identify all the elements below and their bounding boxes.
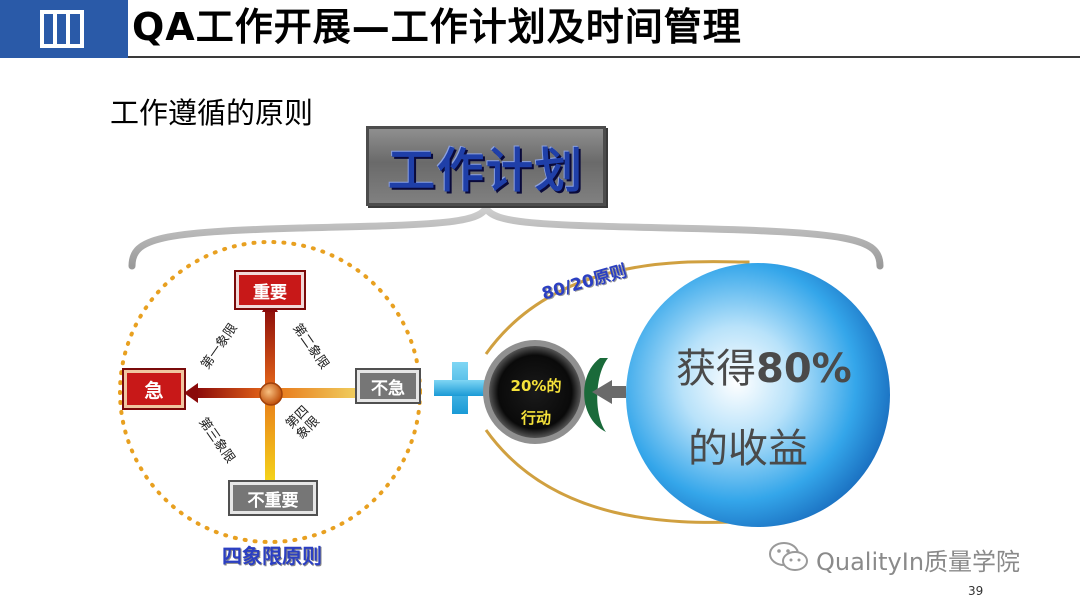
action-circle: [489, 346, 581, 438]
gain-line-2: 的收益: [688, 426, 808, 472]
action-line-1: 20%的: [510, 377, 562, 395]
gain-prefix: 获得: [676, 346, 756, 392]
axis-hub: [259, 382, 283, 406]
axis-not-urgent: 不急: [355, 368, 421, 404]
work-plan-box: 工作计划: [366, 126, 606, 206]
watermark-text: QualityIn质量学院: [816, 548, 1021, 576]
action-text: 20%的 行动: [497, 370, 575, 434]
four-quadrant-caption: 四象限原则: [222, 544, 322, 568]
page-number: 39: [968, 584, 984, 598]
gain-line-1: 获得80%: [676, 336, 852, 394]
axis-important: 重要: [234, 270, 306, 310]
page-title: QA工作开展—工作计划及时间管理: [132, 5, 742, 49]
axis-urgent: 急: [122, 368, 186, 410]
work-plan-label: 工作计划: [388, 143, 584, 199]
axis-not-important: 不重要: [228, 480, 318, 516]
subtitle: 工作遵循的原则: [110, 96, 314, 130]
logo-icon: [0, 0, 128, 58]
title-divider: [128, 56, 1080, 58]
action-line-2: 行动: [520, 409, 551, 427]
plus-icon: [434, 362, 486, 414]
gain-percent: 80%: [756, 346, 852, 392]
brace-shape: [128, 200, 884, 270]
logo: [0, 0, 128, 58]
gain-sphere: [626, 263, 890, 527]
wechat-icon: [769, 542, 808, 571]
quadrant-circle: [118, 240, 422, 544]
